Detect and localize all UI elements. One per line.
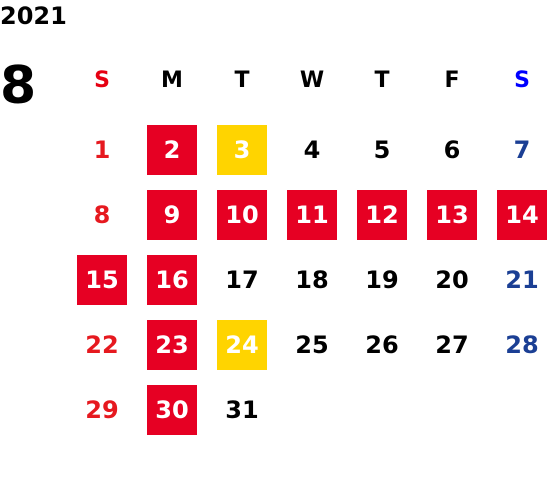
calendar-day-5[interactable]: 5 <box>373 136 391 164</box>
weekday-monday: M <box>161 68 183 93</box>
calendar-day-7[interactable]: 7 <box>513 136 531 164</box>
calendar-day-19[interactable]: 19 <box>365 266 399 294</box>
calendar-day-22[interactable]: 22 <box>85 331 119 359</box>
calendar-day-30[interactable]: 30 <box>147 385 197 435</box>
weekday-sunday: S <box>94 68 110 93</box>
calendar-day-14[interactable]: 14 <box>497 190 547 240</box>
calendar-year: 2021 <box>0 2 67 30</box>
weekday-thursday: T <box>374 68 390 93</box>
calendar-day-29[interactable]: 29 <box>85 396 119 424</box>
calendar-day-13[interactable]: 13 <box>427 190 477 240</box>
calendar-day-9[interactable]: 9 <box>147 190 197 240</box>
calendar-day-21[interactable]: 21 <box>505 266 539 294</box>
calendar-day-10[interactable]: 10 <box>217 190 267 240</box>
calendar-day-6[interactable]: 6 <box>443 136 461 164</box>
calendar-day-20[interactable]: 20 <box>435 266 469 294</box>
calendar-day-24[interactable]: 24 <box>217 320 267 370</box>
calendar-day-18[interactable]: 18 <box>295 266 329 294</box>
calendar-day-15[interactable]: 15 <box>77 255 127 305</box>
calendar-day-31[interactable]: 31 <box>225 396 259 424</box>
calendar-day-27[interactable]: 27 <box>435 331 469 359</box>
weekday-header: S M T W T F S <box>0 63 548 99</box>
calendar-month: 8 <box>0 56 37 116</box>
calendar-day-8[interactable]: 8 <box>93 201 111 229</box>
calendar-day-28[interactable]: 28 <box>505 331 539 359</box>
calendar-day-2[interactable]: 2 <box>147 125 197 175</box>
calendar-day-1[interactable]: 1 <box>93 136 111 164</box>
calendar-day-17[interactable]: 17 <box>225 266 259 294</box>
weekday-friday: F <box>444 68 460 93</box>
calendar-day-11[interactable]: 11 <box>287 190 337 240</box>
calendar-day-25[interactable]: 25 <box>295 331 329 359</box>
weekday-tuesday: T <box>234 68 250 93</box>
calendar-day-12[interactable]: 12 <box>357 190 407 240</box>
calendar-day-23[interactable]: 23 <box>147 320 197 370</box>
calendar-day-16[interactable]: 16 <box>147 255 197 305</box>
calendar-day-26[interactable]: 26 <box>365 331 399 359</box>
calendar-day-3[interactable]: 3 <box>217 125 267 175</box>
weekday-saturday: S <box>514 68 530 93</box>
calendar-day-4[interactable]: 4 <box>303 136 321 164</box>
weekday-wednesday: W <box>299 68 325 93</box>
